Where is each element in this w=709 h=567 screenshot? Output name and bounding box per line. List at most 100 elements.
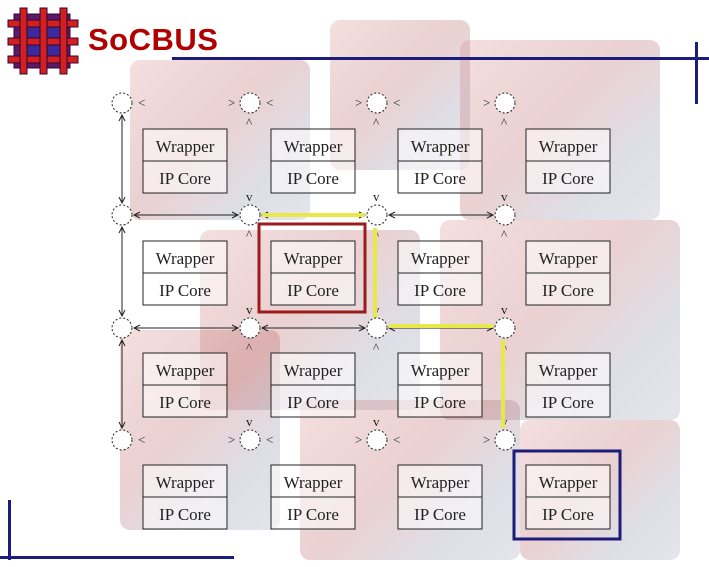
link-stub-glyph: > <box>228 432 235 447</box>
link-stub-glyph: > <box>228 95 235 110</box>
router-node <box>494 92 516 114</box>
link-stub-glyph: < <box>393 95 400 110</box>
ip-core-label: IP Core <box>542 505 594 524</box>
router-node <box>239 317 261 339</box>
wrapper-label: Wrapper <box>284 249 343 268</box>
router-node <box>111 204 133 226</box>
wrapper-label: Wrapper <box>539 137 598 156</box>
ip-core-label: IP Core <box>159 505 211 524</box>
link-stub-glyph: ^ <box>373 115 379 130</box>
router-node <box>366 317 388 339</box>
wrapper-label: Wrapper <box>539 249 598 268</box>
router-node <box>239 204 261 226</box>
ip-core-label: IP Core <box>287 169 339 188</box>
ip-core-label: IP Core <box>414 169 466 188</box>
link-stub-glyph: > <box>355 432 362 447</box>
link-stub-glyph: v <box>373 189 380 204</box>
ip-core-label: IP Core <box>159 169 211 188</box>
frame-line-left <box>8 500 11 560</box>
arrow-head <box>387 211 396 219</box>
link-stub-glyph: ^ <box>246 115 252 130</box>
router-node <box>366 204 388 226</box>
selected-core-red-box <box>257 222 367 314</box>
arrow-head <box>118 421 126 430</box>
link-stub-glyph: < <box>138 432 145 447</box>
arrow-head <box>231 324 240 332</box>
link-stub-glyph: v <box>246 302 253 317</box>
arrow-head <box>118 196 126 205</box>
link-stub-glyph: v <box>501 302 508 317</box>
router-node <box>239 92 261 114</box>
arrow-head <box>231 211 240 219</box>
router-node <box>239 429 261 451</box>
link-stub-glyph: v <box>246 414 253 429</box>
router-node <box>366 429 388 451</box>
router-node <box>111 317 133 339</box>
router-node <box>111 92 133 114</box>
wrapper-label: Wrapper <box>156 249 215 268</box>
ip-core-label: IP Core <box>542 393 594 412</box>
diagram-highlights <box>257 213 622 541</box>
cube-lattice-logo-icon <box>7 7 79 75</box>
frame-line-bottom <box>0 556 234 559</box>
ip-core-label: IP Core <box>159 281 211 300</box>
ip-core-label: IP Core <box>159 393 211 412</box>
diagram-nodes <box>111 92 516 451</box>
link-stub-glyph: < <box>138 95 145 110</box>
link-stub-glyph: ^ <box>373 340 379 355</box>
wrapper-label: Wrapper <box>156 473 215 492</box>
link-stub-glyph: > <box>355 95 362 110</box>
router-node <box>494 429 516 451</box>
arrow-head <box>358 324 367 332</box>
link-stub-glyph: v <box>373 414 380 429</box>
ip-core-label: IP Core <box>287 393 339 412</box>
arrow-head <box>132 211 141 219</box>
arrow-head <box>118 309 126 318</box>
link-stub-glyph: ^ <box>246 340 252 355</box>
link-stub-glyph: v <box>501 189 508 204</box>
frame-line-right <box>695 42 698 104</box>
link-stub-glyph: < <box>266 432 273 447</box>
link-stub-glyph: ^ <box>501 115 507 130</box>
router-node <box>366 92 388 114</box>
ip-core-label: IP Core <box>287 281 339 300</box>
arrow-head <box>118 113 126 122</box>
arrow-head <box>486 211 495 219</box>
ip-core-label: IP Core <box>542 169 594 188</box>
ip-core-label: IP Core <box>414 505 466 524</box>
wrapper-label: Wrapper <box>284 361 343 380</box>
wrapper-label: Wrapper <box>411 137 470 156</box>
wrapper-label: Wrapper <box>411 249 470 268</box>
arrow-head <box>260 324 269 332</box>
wrapper-label: Wrapper <box>539 361 598 380</box>
ip-core-label: IP Core <box>414 393 466 412</box>
wrapper-label: Wrapper <box>411 473 470 492</box>
link-stub-glyph: ^ <box>501 227 507 242</box>
router-node <box>494 317 516 339</box>
slide-title: SoCBUS <box>88 22 219 57</box>
link-stub-glyph: > <box>483 95 490 110</box>
frame-line-top <box>172 57 709 60</box>
wrapper-label: Wrapper <box>411 361 470 380</box>
link-stub-glyph: v <box>246 189 253 204</box>
ip-core-label: IP Core <box>287 505 339 524</box>
wrapper-label: Wrapper <box>156 137 215 156</box>
arrow-head <box>132 324 141 332</box>
link-stub-glyph: > <box>483 432 490 447</box>
router-node <box>494 204 516 226</box>
link-stub-glyph: ^ <box>246 227 252 242</box>
wrapper-label: Wrapper <box>539 473 598 492</box>
link-stub-glyph: < <box>393 432 400 447</box>
ip-core-label: IP Core <box>542 281 594 300</box>
arrow-head <box>118 338 126 347</box>
wrapper-label: Wrapper <box>284 137 343 156</box>
link-stub-glyph: < <box>266 95 273 110</box>
arrow-head <box>118 225 126 234</box>
router-node <box>111 429 133 451</box>
wrapper-label: Wrapper <box>284 473 343 492</box>
destination-core-blue-box <box>512 449 622 541</box>
wrapper-label: Wrapper <box>156 361 215 380</box>
